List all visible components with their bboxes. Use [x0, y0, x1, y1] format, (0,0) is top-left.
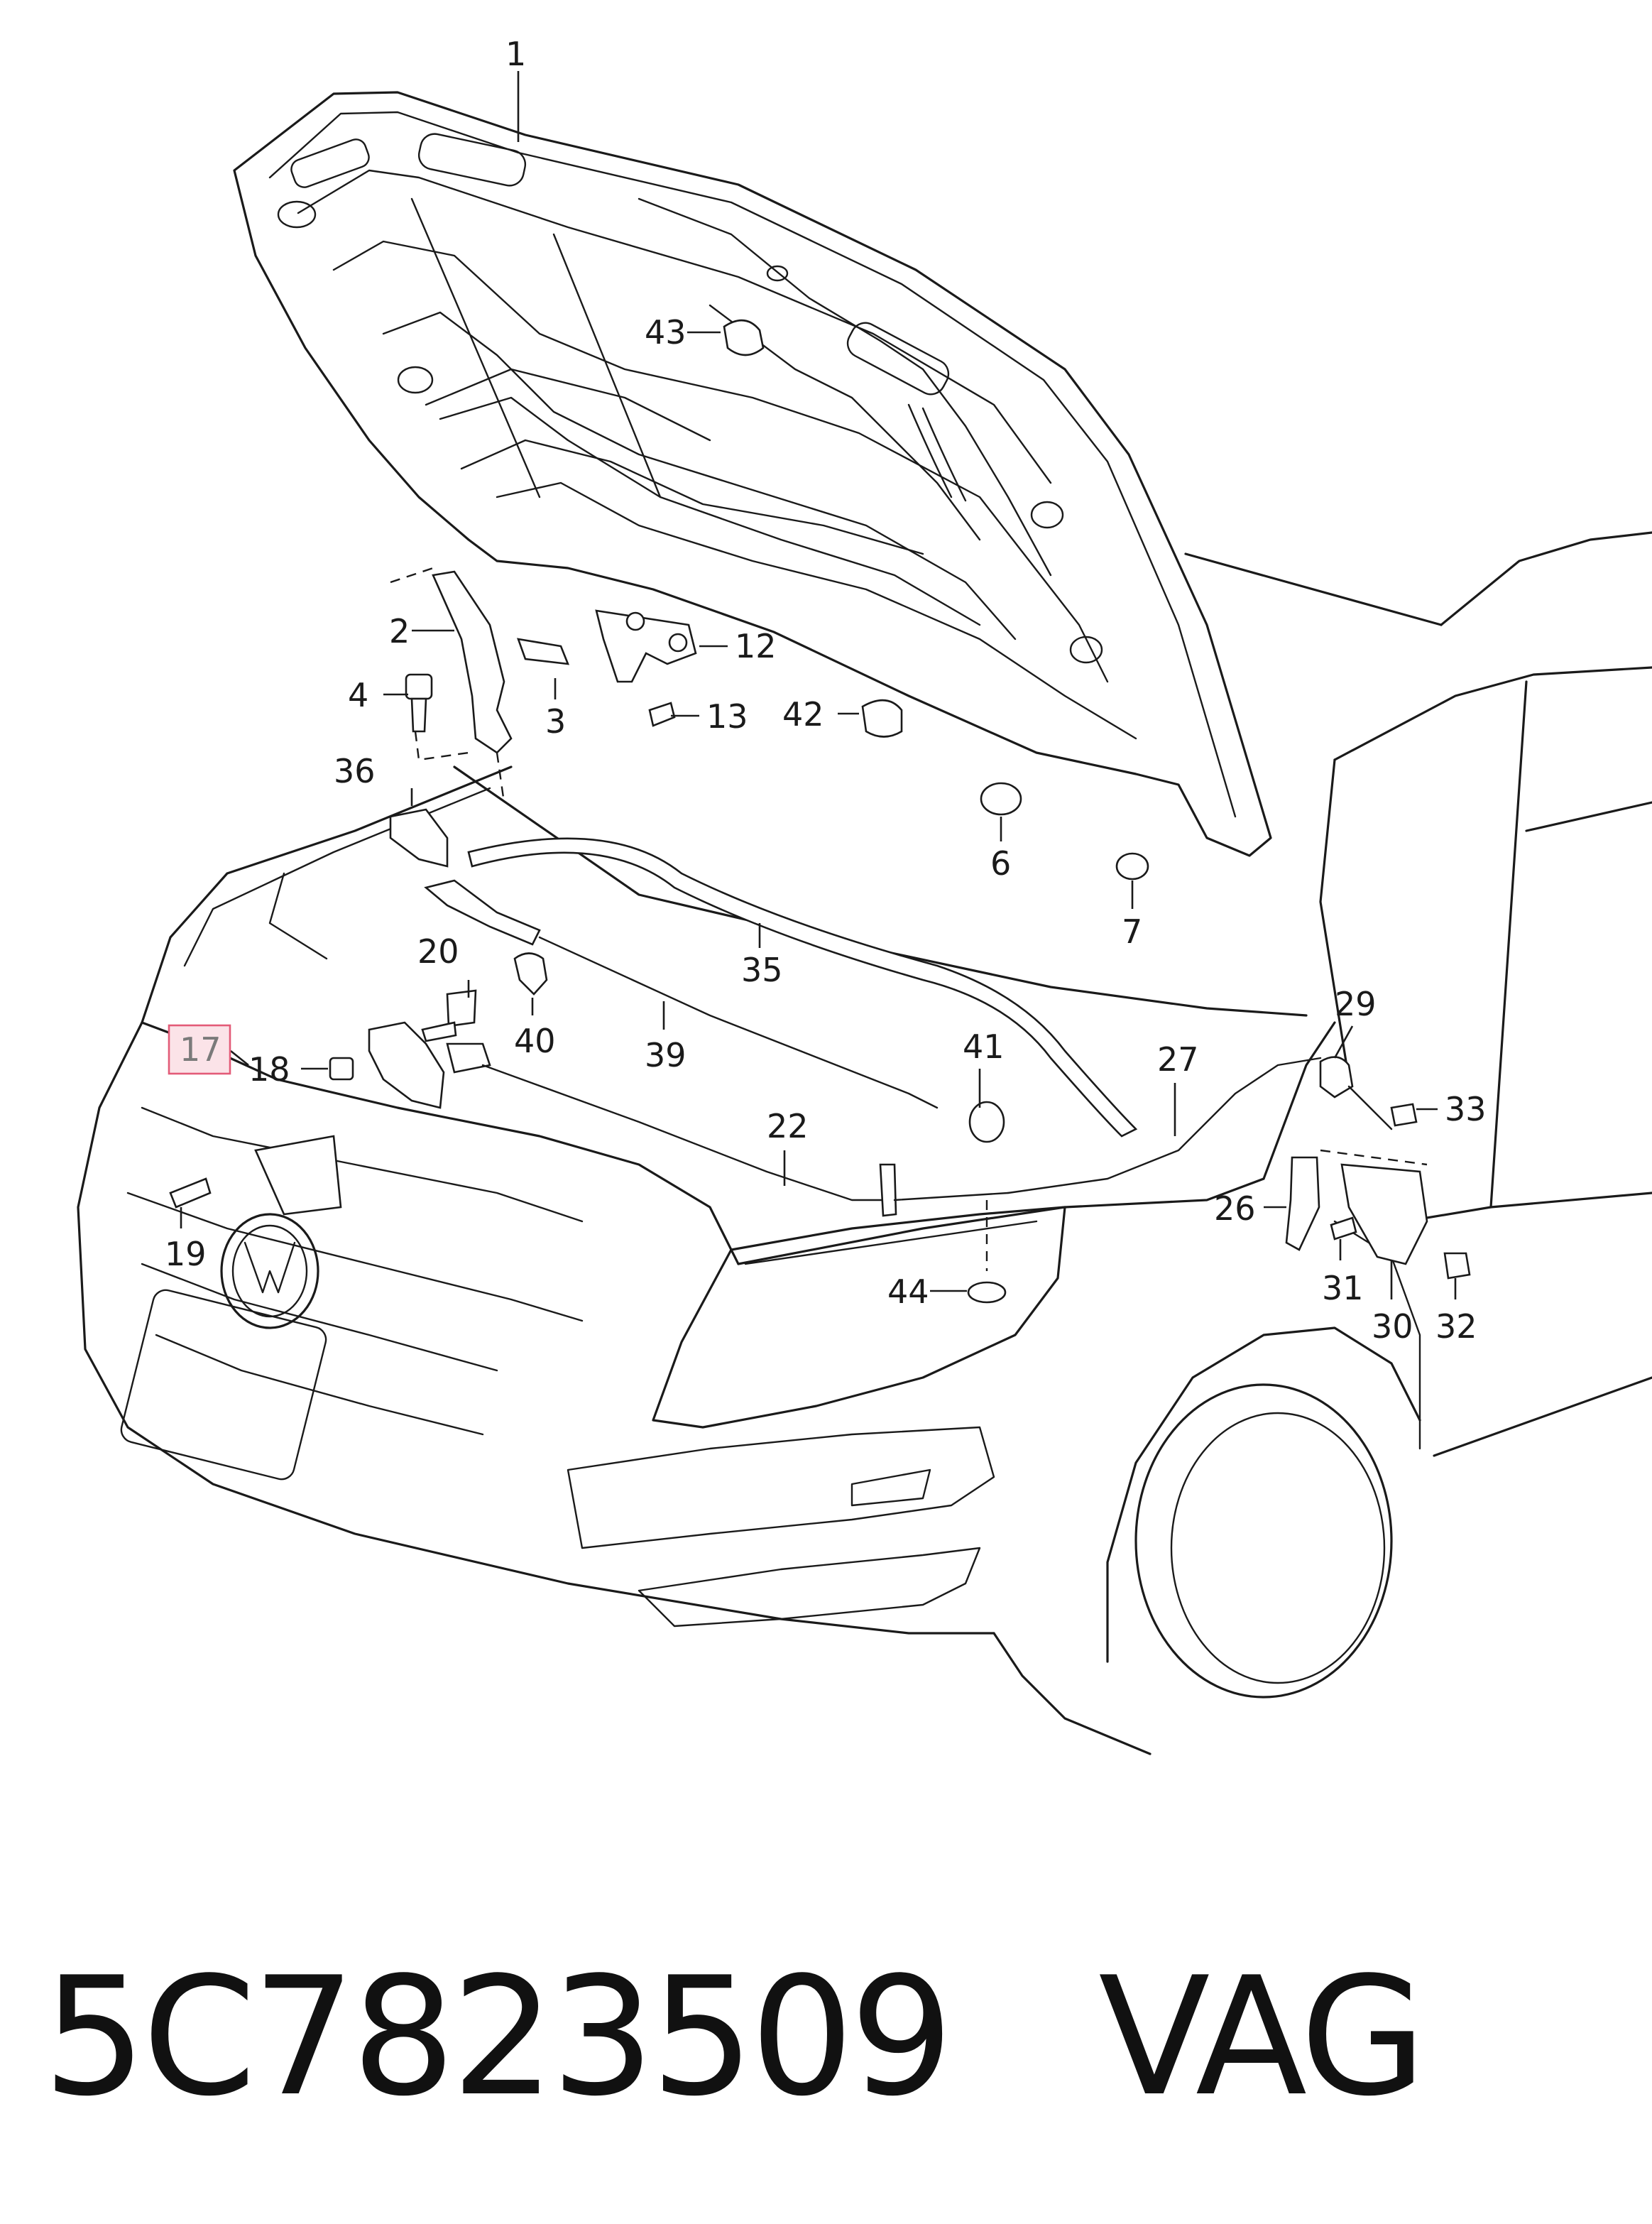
callout-44: 44 — [887, 1272, 929, 1311]
callout-7: 7 — [1122, 912, 1142, 951]
callout-4: 4 — [348, 676, 368, 714]
callout-17: 17 — [180, 1030, 221, 1069]
callout-20: 20 — [417, 932, 459, 971]
part-caption: 5C7823509 VAG — [43, 1931, 1604, 2144]
car-body-outline — [77, 531, 1652, 1755]
callout-12: 12 — [735, 627, 777, 665]
callout-39: 39 — [645, 1036, 686, 1074]
callout-43: 43 — [645, 313, 686, 351]
callout-32: 32 — [1435, 1307, 1477, 1346]
callout-30: 30 — [1372, 1307, 1413, 1346]
parts-group — [169, 319, 1471, 1304]
callout-36: 36 — [334, 752, 376, 790]
callout-29: 29 — [1335, 985, 1377, 1023]
callout-27: 27 — [1157, 1040, 1199, 1079]
callout-42: 42 — [782, 695, 824, 734]
callout-3: 3 — [545, 702, 566, 741]
callout-22: 22 — [767, 1107, 809, 1145]
callout-33: 33 — [1445, 1090, 1487, 1128]
callout-2: 2 — [389, 612, 410, 650]
leader-lines — [180, 71, 1457, 1299]
hood-outline — [233, 91, 1272, 857]
callout-41: 41 — [963, 1027, 1005, 1066]
callout-35: 35 — [741, 951, 783, 989]
callout-26: 26 — [1214, 1189, 1256, 1228]
manufacturer-name: VAG — [1098, 1943, 1426, 2132]
callout-18: 18 — [248, 1050, 290, 1089]
callout-labels: 1 2 3 4 6 7 12 13 17 18 19 20 22 26 27 2… — [165, 35, 1487, 1346]
callout-17-highlight-box — [168, 1024, 231, 1075]
callout-19: 19 — [165, 1235, 207, 1273]
exploded-parts-diagram: 1 2 3 4 6 7 12 13 17 18 19 20 22 26 27 2… — [77, 35, 1652, 1755]
callout-40: 40 — [514, 1022, 556, 1060]
callout-6: 6 — [990, 844, 1011, 883]
callout-13: 13 — [706, 697, 748, 736]
callout-31: 31 — [1322, 1269, 1364, 1307]
part-number: 5C7823509 — [43, 1943, 953, 2132]
callout-1: 1 — [505, 35, 526, 73]
